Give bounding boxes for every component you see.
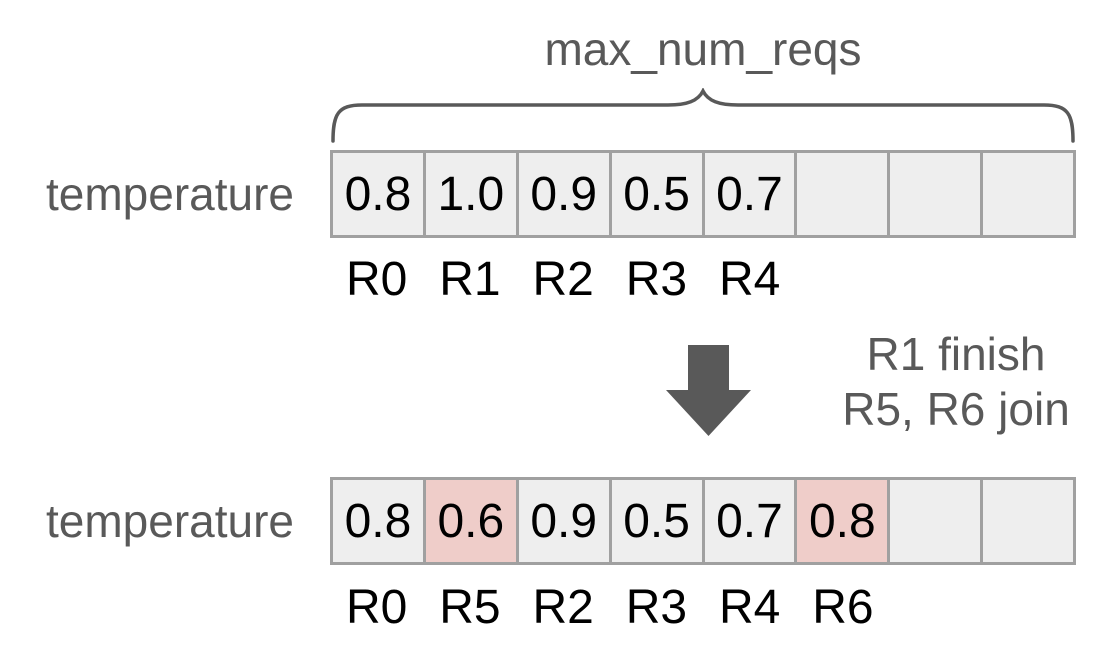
- temp-cell-empty: [983, 153, 1073, 235]
- request-label: R0: [345, 581, 408, 634]
- temp-cell: 0.8: [333, 153, 426, 235]
- request-label: [890, 580, 983, 635]
- temp-cell: 0.9: [518, 153, 612, 235]
- temp-cell: 0.5: [611, 153, 705, 235]
- request-label: R1: [439, 253, 501, 306]
- request-label: R4: [718, 253, 781, 306]
- temp-cell-empty: [797, 153, 891, 235]
- request-label: R4: [718, 581, 781, 634]
- temperature-cells-before: 0.8 1.0 0.9 0.5 0.7: [330, 150, 1076, 238]
- temperature-label: temperature: [45, 495, 294, 547]
- request-label: R2: [532, 253, 594, 306]
- temperature-row-after: temperature 0.8 0.6 0.9 0.5 0.7 0.8: [0, 477, 1110, 565]
- temperature-label: temperature: [45, 168, 294, 220]
- transition-note-line1: R1 finish: [866, 328, 1046, 380]
- request-label: [890, 252, 983, 307]
- transition-note-line2: R5, R6 join: [842, 383, 1070, 435]
- request-label: [983, 580, 1076, 635]
- temp-cell: 1.0: [425, 153, 519, 235]
- max-num-reqs-label: max_num_reqs: [544, 23, 862, 75]
- request-label: [796, 252, 889, 307]
- request-label: R3: [625, 581, 688, 634]
- temp-cell: 0.7: [704, 153, 798, 235]
- temp-cell: 0.8: [333, 480, 426, 562]
- temp-cell: 0.6: [425, 480, 519, 562]
- down-arrow-icon: [666, 345, 751, 436]
- temp-cell: 0.9: [518, 480, 612, 562]
- transition-note: R1 finish R5, R6 join: [818, 327, 1094, 437]
- request-label: R6: [812, 581, 874, 634]
- request-label: R3: [625, 253, 688, 306]
- request-label: [983, 252, 1076, 307]
- request-labels-before: R0 R1 R2 R3 R4: [330, 252, 1076, 307]
- request-label: R2: [532, 581, 594, 634]
- temp-cell-empty: [890, 153, 984, 235]
- request-label: R0: [345, 253, 408, 306]
- temp-cell: 0.8: [797, 480, 891, 562]
- request-label: R5: [439, 581, 501, 634]
- temp-cell: 0.7: [704, 480, 798, 562]
- temp-cell: 0.5: [611, 480, 705, 562]
- request-labels-after: R0 R5 R2 R3 R4 R6: [330, 580, 1076, 635]
- temperature-row-before: temperature 0.8 1.0 0.9 0.5 0.7: [0, 150, 1110, 238]
- temp-cell-empty: [983, 480, 1073, 562]
- temperature-cells-after: 0.8 0.6 0.9 0.5 0.7 0.8: [330, 477, 1076, 565]
- curly-brace-icon: [331, 88, 1075, 143]
- temp-cell-empty: [890, 480, 984, 562]
